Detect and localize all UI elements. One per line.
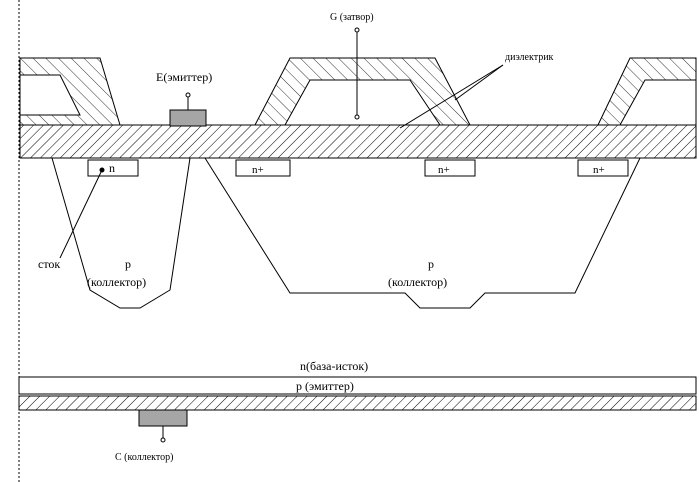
- n-region-left-label: n: [109, 161, 115, 175]
- dielectric-leader-1: [399, 64, 504, 129]
- p-emitter-label: p (эмиттер): [296, 379, 354, 393]
- drain-leader-line: [59, 169, 103, 259]
- dielectric-label: диэлектрик: [505, 52, 554, 63]
- emitter-contact-pad: [169, 109, 207, 127]
- collector-metal-layer: [18, 395, 697, 411]
- n-plus-label-2: n+: [252, 164, 264, 176]
- base-source-label: n(база-исток): [300, 359, 368, 373]
- collector-terminal-node: [160, 437, 166, 443]
- collector-terminal-label: C (коллектор): [115, 452, 173, 463]
- gate-electrode-right: [619, 79, 697, 126]
- n-plus-label-4: n+: [593, 164, 605, 176]
- gate-terminal-node: [354, 27, 360, 33]
- drain-label: сток: [38, 257, 60, 271]
- p-left-label: p: [125, 257, 131, 271]
- emitter-terminal-node: [185, 92, 191, 98]
- gate-contact-node: [354, 114, 360, 120]
- gate-label: G (затвор): [330, 12, 374, 23]
- gate-electrode-left: [19, 74, 81, 116]
- emitter-terminal-label: E(эмиттер): [156, 70, 212, 84]
- n-plus-label-3: n+: [438, 164, 450, 176]
- gate-oxide-structure: [19, 57, 697, 159]
- p-left-sub-label: (коллектор): [87, 275, 146, 289]
- oxide-base-layer: [19, 124, 697, 159]
- n-plus-region-2: [235, 159, 291, 177]
- p-right-label: p: [428, 257, 434, 271]
- p-well-left-outline: [51, 157, 191, 309]
- n-plus-region-3: [424, 159, 476, 177]
- dielectric-leader-2: [454, 64, 504, 101]
- n-plus-region-4: [577, 159, 629, 177]
- p-right-sub-label: (коллектор): [388, 275, 447, 289]
- p-emitter-layer: [18, 376, 697, 395]
- collector-contact-pad: [138, 409, 188, 427]
- p-well-right-outline: [204, 157, 641, 309]
- gate-electrode-middle: [284, 79, 441, 126]
